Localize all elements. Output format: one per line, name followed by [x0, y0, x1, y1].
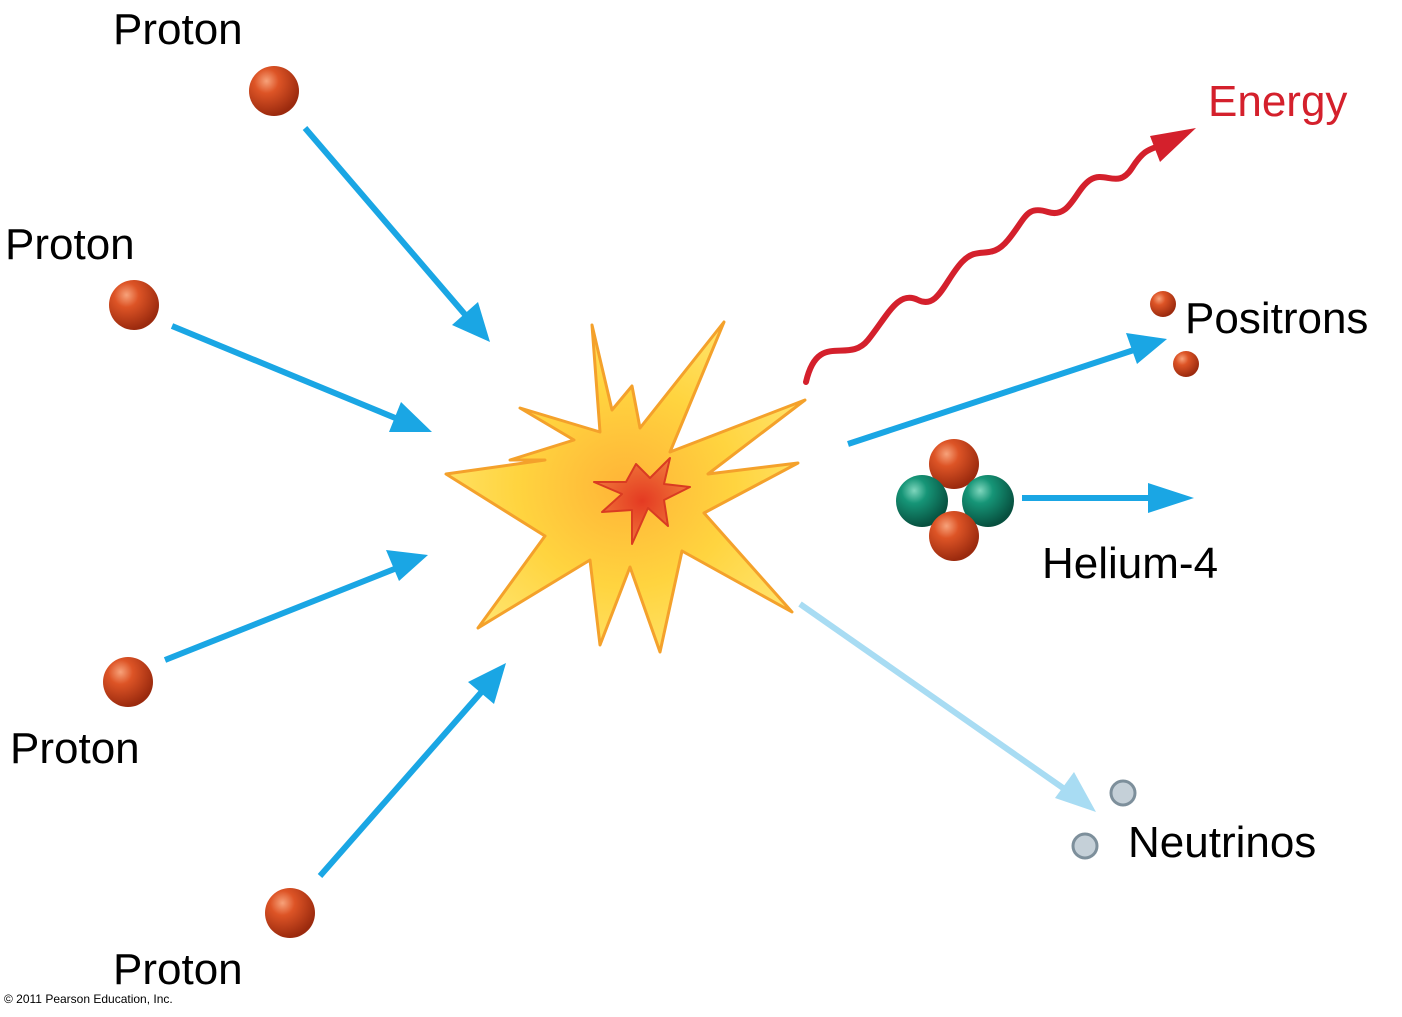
label-proton-upper-left: Proton: [5, 220, 135, 269]
helium-proton-top: [929, 439, 979, 489]
incoming-arrow-1: [302, 126, 490, 342]
label-proton-top: Proton: [113, 5, 243, 54]
neutrino-2: [1071, 832, 1099, 860]
positron-2: [1173, 351, 1199, 377]
label-proton-bottom: Proton: [113, 945, 243, 994]
helium-4-nucleus: [896, 439, 1014, 561]
energy-wave-arrow: [803, 128, 1196, 385]
proton-bottom: [265, 888, 315, 938]
label-energy: Energy: [1208, 77, 1348, 126]
helium-neutron-right: [962, 475, 1014, 527]
proton-upper-left: [109, 280, 159, 330]
helium-proton-bottom: [929, 511, 979, 561]
label-positrons: Positrons: [1185, 294, 1369, 343]
incoming-arrow-3: [163, 550, 428, 663]
positron-1: [1150, 291, 1176, 317]
neutrino-1: [1109, 779, 1137, 807]
helium-arrow: [1022, 483, 1194, 513]
proton-top: [249, 66, 299, 116]
label-neutrinos: Neutrinos: [1128, 818, 1317, 867]
fusion-burst: [444, 320, 807, 654]
positron-arrow: [847, 333, 1167, 447]
copyright-notice: © 2011 Pearson Education, Inc.: [4, 992, 173, 1006]
neutrino-arrow: [798, 601, 1096, 812]
label-helium-4: Helium-4: [1042, 539, 1219, 588]
label-proton-lower-left: Proton: [10, 724, 140, 773]
incoming-arrow-2: [170, 323, 432, 432]
helium-neutron-left: [896, 475, 948, 527]
proton-lower-left: [103, 657, 153, 707]
incoming-arrow-4: [317, 663, 506, 878]
